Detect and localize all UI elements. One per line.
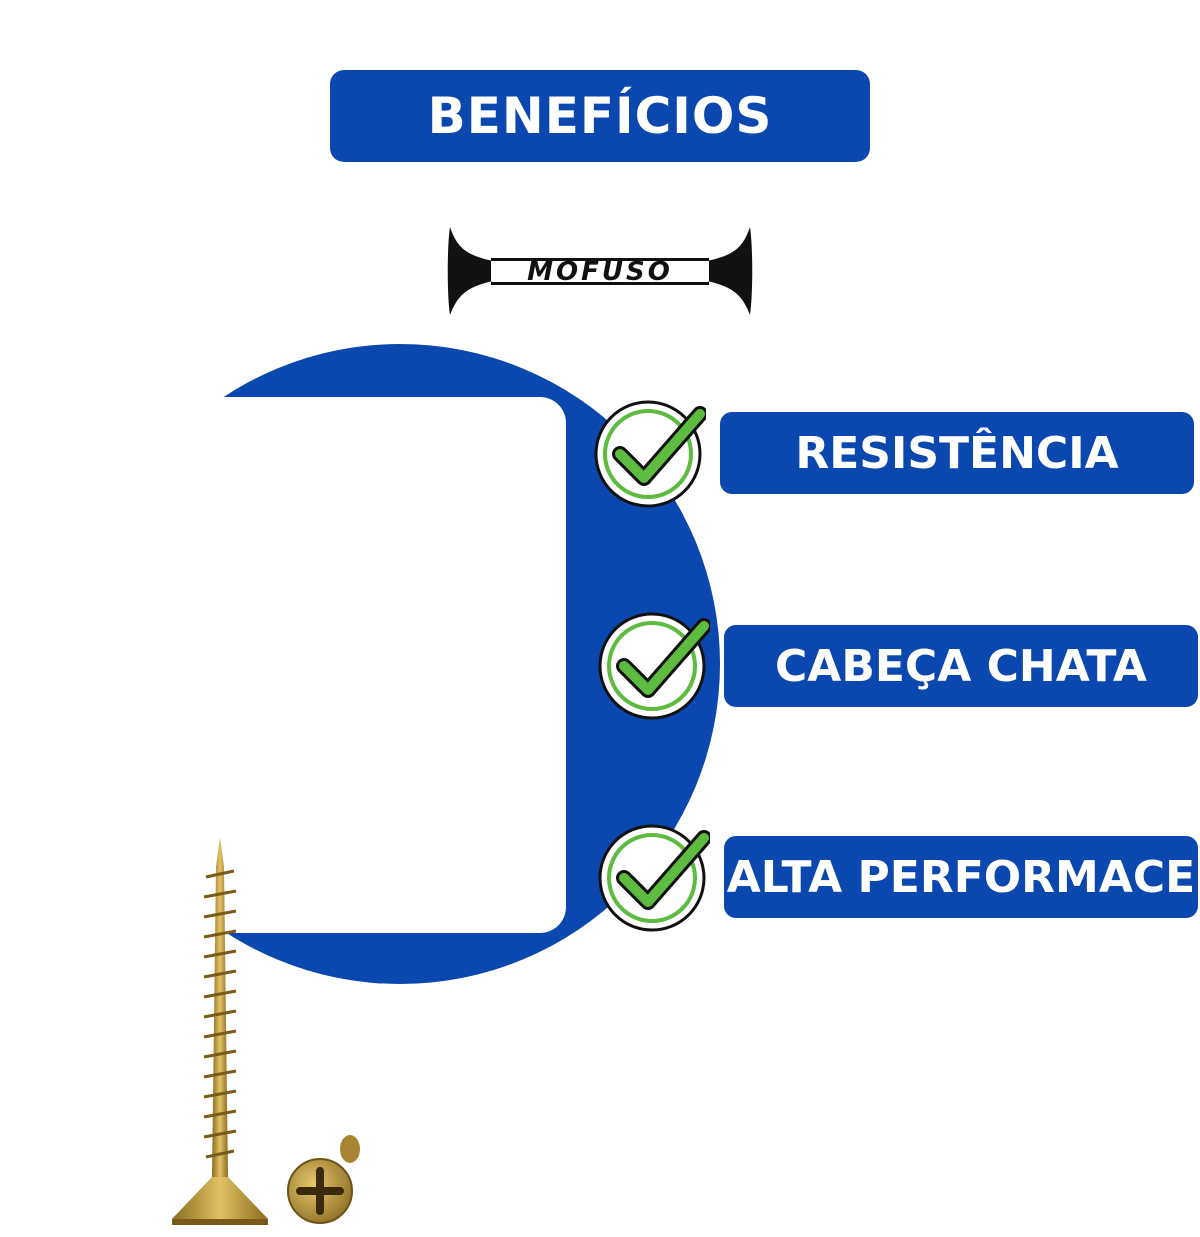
benefits-title: BENEFÍCIOS: [330, 70, 870, 162]
mofuso-logo: MOFUSO: [447, 227, 753, 315]
checkmark-icon: [598, 612, 710, 720]
benefit-label-cabeca-chata: CABEÇA CHATA: [724, 625, 1198, 707]
product-photo-card: [0, 397, 566, 1225]
benefit-label-resistencia: RESISTÊNCIA: [720, 412, 1194, 494]
checkmark-icon: [594, 400, 706, 508]
benefit-label-alta-performace: ALTA PERFORMACE: [724, 836, 1198, 918]
svg-text:MOFUSO: MOFUSO: [527, 257, 673, 287]
screw-product-image: [172, 837, 360, 1225]
checkmark-icon: [598, 824, 710, 932]
